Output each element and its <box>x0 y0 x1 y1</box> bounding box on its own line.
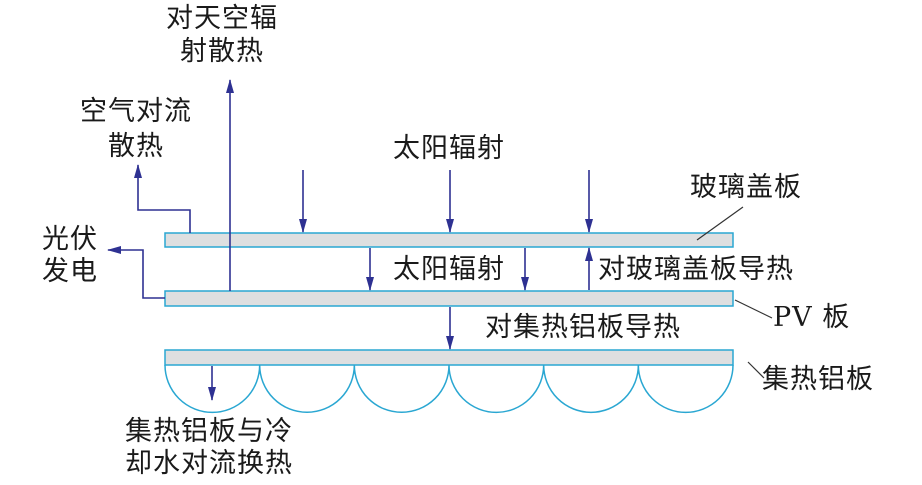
aluminum-plate-label: 集热铝板 <box>762 364 874 395</box>
pv-power-arrow <box>107 246 165 299</box>
pv-plate-label: PV 板 <box>773 302 850 333</box>
pv-power-label-line1: 光伏 <box>42 224 98 255</box>
cooling-channel-arcs <box>164 364 734 414</box>
solar-radiation-inner-label: 太阳辐射 <box>393 254 505 285</box>
sky-radiation-label-line1: 对天空辐 <box>166 3 278 34</box>
air-convection-arrow <box>134 164 191 233</box>
glass-cover-label: 玻璃盖板 <box>690 172 802 203</box>
aluminum-plate <box>164 349 734 366</box>
solar-radiation-top-label: 太阳辐射 <box>393 133 505 164</box>
pv-power-label-line2: 发电 <box>42 256 98 287</box>
pv-plate-leader <box>734 299 773 319</box>
water-convection-label-line2: 却水对流换热 <box>125 448 293 479</box>
conduction-to-aluminum-label: 对集热铝板导热 <box>485 312 681 343</box>
water-convection-label-line1: 集热铝板与冷 <box>125 416 293 447</box>
sky-radiation-label-line2: 射散热 <box>180 36 264 67</box>
air-convection-label-line2: 散热 <box>108 131 164 162</box>
pv-plate <box>164 290 734 307</box>
conduction-to-glass-label: 对玻璃盖板导热 <box>598 254 794 285</box>
glass-cover-leader <box>696 206 744 241</box>
air-convection-label-line1: 空气对流 <box>80 96 192 127</box>
glass-cover-plate <box>164 232 734 248</box>
aluminum-plate-leader <box>747 361 765 379</box>
